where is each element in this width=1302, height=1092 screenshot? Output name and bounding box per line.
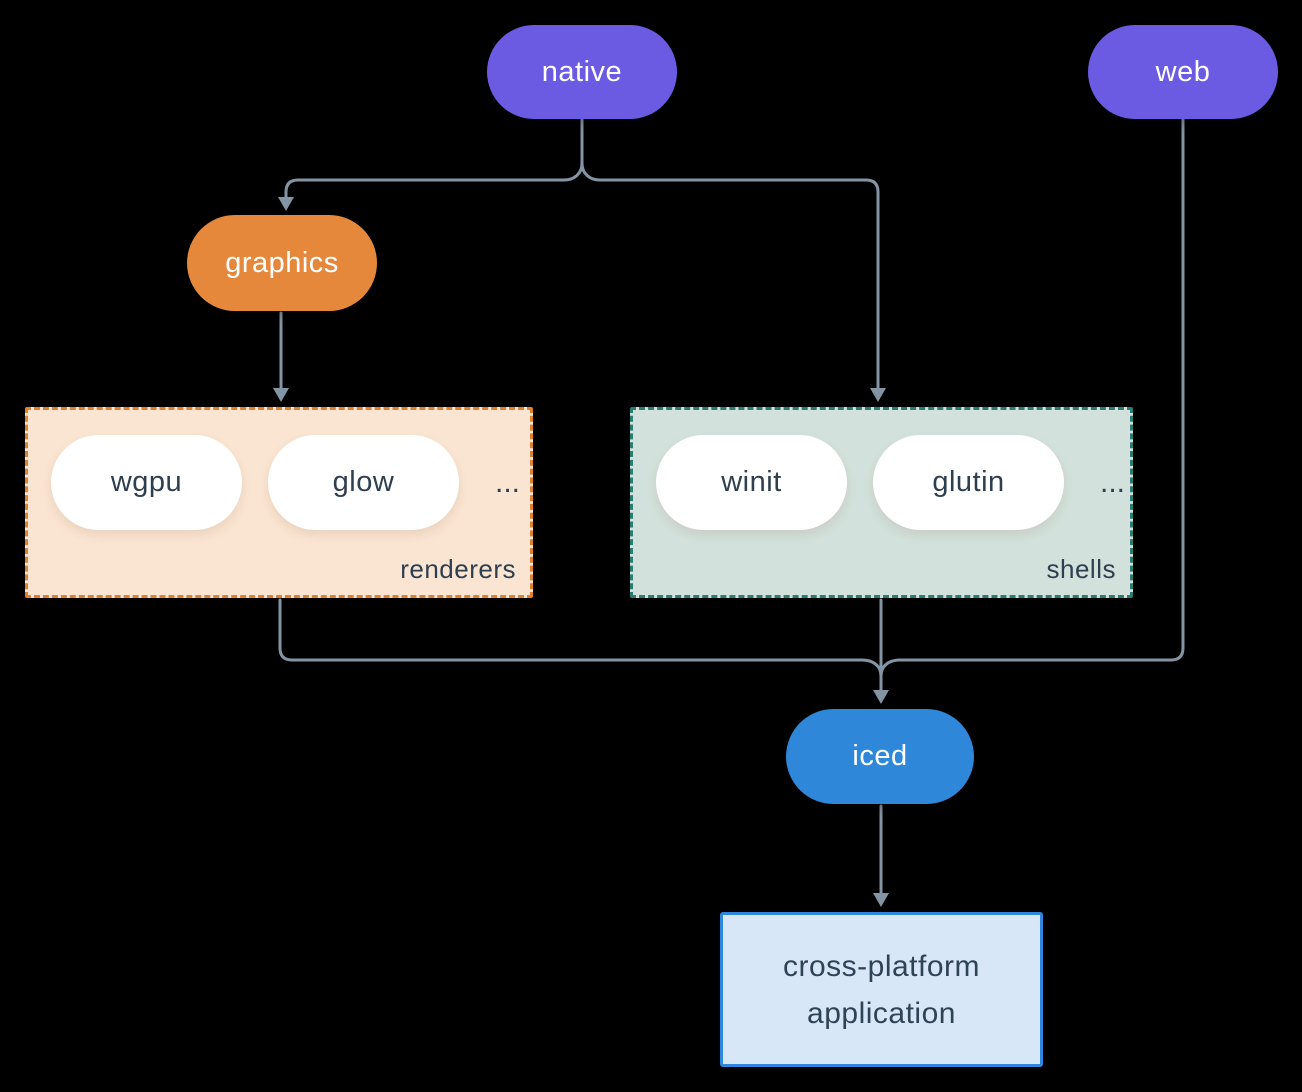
node-iced: iced: [786, 709, 974, 804]
arrowhead-iced-app: [873, 893, 889, 907]
edge-native-fork: [284, 117, 880, 391]
node-graphics: graphics: [187, 215, 377, 311]
node-graphics-label: graphics: [225, 246, 339, 279]
item-winit-label: winit: [721, 466, 782, 498]
arrowhead-merge-iced: [873, 690, 889, 704]
node-iced-label: iced: [852, 740, 908, 772]
item-wgpu: wgpu: [51, 435, 242, 530]
node-web: web: [1088, 25, 1278, 119]
arrowhead-graphics-renderers: [273, 388, 289, 402]
group-renderers: wgpu glow ... renderers: [25, 407, 533, 598]
group-shells: winit glutin ... shells: [630, 407, 1133, 598]
renderers-group-label: renderers: [400, 554, 516, 584]
node-native-label: native: [541, 55, 623, 88]
item-winit: winit: [656, 435, 847, 530]
node-cross-platform-application: cross-platform application: [720, 912, 1043, 1067]
node-native: native: [487, 25, 677, 119]
item-glow-label: glow: [332, 466, 395, 498]
app-label-line2: application: [807, 996, 956, 1030]
shells-group-label: shells: [1046, 554, 1116, 584]
renderers-ellipsis: ...: [495, 466, 521, 499]
node-web-label: web: [1155, 55, 1211, 88]
edge-web-iced: [879, 117, 1185, 678]
arrowhead-native-graphics: [278, 197, 294, 211]
item-glutin-label: glutin: [932, 466, 1005, 498]
item-glow: glow: [268, 435, 459, 530]
item-glutin: glutin: [873, 435, 1064, 530]
arrowhead-native-shells: [870, 388, 886, 402]
item-wgpu-label: wgpu: [110, 466, 183, 498]
app-label-line1: cross-platform: [782, 949, 981, 983]
shells-ellipsis: ...: [1100, 466, 1126, 499]
edge-renderers-iced: [278, 598, 883, 678]
